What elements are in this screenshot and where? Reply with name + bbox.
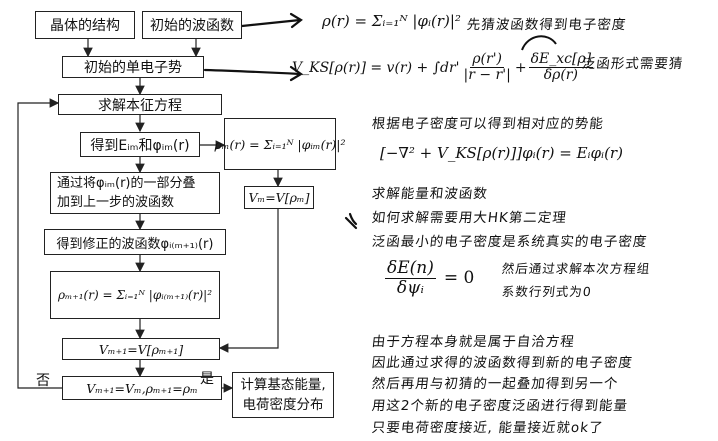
note-new-density: 因此通过求得的波函数得到新的电子密度 <box>370 355 634 371</box>
no-branch-label: 否 <box>36 373 50 389</box>
note-energy-from-densities: 用这2个新的电子密度泛函进行得到能量 <box>370 398 629 414</box>
crystal-structure-label: 晶体的结构 <box>50 18 120 34</box>
note-convergence-ok: 只要电荷密度接近, 能量接近就ok了 <box>370 420 605 436</box>
variation-equation: δE(n) δψᵢ = 0 <box>383 259 474 297</box>
note-solve-energy: 求解能量和波函数 <box>370 186 489 202</box>
initial-potential-label: 初始的单电子势 <box>84 60 182 76</box>
note-mix-densities: 然后再用与初猜的一起叠加得到另一个 <box>370 376 620 392</box>
solve-eigen-box: 求解本征方程 <box>58 94 222 115</box>
density-sum-equation: ρ(r) = Σᵢ₌₁ᴺ |φᵢ(r)|² <box>322 12 461 30</box>
ks-hartree-num: ρ(r') <box>470 51 505 69</box>
note-determinant-zero: 系数行列式为0 <box>501 284 593 299</box>
result-line1: 计算基态能量, <box>240 377 326 393</box>
result-box: 计算基态能量, 电荷密度分布 <box>232 372 334 418</box>
ks-equation: [−∇² + V_KS[ρ(r)]]φᵢ(r) = Eᵢφᵢ(r) <box>380 144 623 162</box>
potential-m1-box: Vₘ₊₁=V[ρₘ₊₁] <box>62 338 220 360</box>
mix-line2: 加到上一步的波函数 <box>57 195 175 210</box>
note-min-density: 泛函最小的电子密度是系统真实的电子密度 <box>370 234 649 250</box>
variation-rhs: = 0 <box>443 268 475 289</box>
get-energy-box: 得到Eᵢₘ和φᵢₘ(r) <box>80 132 200 157</box>
ks-potential-equation: V_KS[ρ(r)] = v(r) + ∫dr' ρ(r') |r − r'| … <box>292 51 595 84</box>
corrected-wavefunction-box: 得到修正的波函数φᵢ₍ₘ₊₁₎(r) <box>44 229 226 255</box>
crystal-structure-box: 晶体的结构 <box>35 11 135 39</box>
initial-wavefunction-box: 初始的波函数 <box>142 11 242 39</box>
mix-line1: 通过将φᵢₘ(r)的一部分叠 <box>57 176 196 191</box>
corrected-wavefunction-label: 得到修正的波函数φᵢ₍ₘ₊₁₎(r) <box>56 236 214 252</box>
initial-potential-box: 初始的单电子势 <box>62 56 204 78</box>
ks-hartree-den: |r − r'| <box>463 67 511 84</box>
density-m1-box: ρₘ₊₁(r) = Σᵢ₌₁ᴺ |φᵢ₍ₘ₊₁₎(r)|² <box>50 271 220 319</box>
ks-hartree-fraction: ρ(r') |r − r'| <box>462 51 513 84</box>
note-hk-theorem: 如何求解需要用大HK第二定理 <box>370 210 568 226</box>
density-m1-label: ρₘ₊₁(r) = Σᵢ₌₁ᴺ |φᵢ₍ₘ₊₁₎(r)|² <box>57 288 213 302</box>
potential-m1-label: Vₘ₊₁=V[ρₘ₊₁] <box>98 341 184 357</box>
get-energy-label: 得到Eᵢₘ和φᵢₘ(r) <box>90 137 190 154</box>
ks-xc-num: δE_xc[ρ] <box>528 51 594 69</box>
note-self-consistent: 由于方程本身就是属于自洽方程 <box>370 334 576 350</box>
ks-potential-lhs: V_KS[ρ(r)] = v(r) + ∫dr' <box>292 59 460 76</box>
potential-m-label: Vₘ=V[ρₘ] <box>248 190 310 205</box>
result-line2: 电荷密度分布 <box>242 397 324 413</box>
note-potential-from-density: 根据电子密度可以得到相对应的势能 <box>370 116 605 132</box>
density-m-box: ρₘ(r) = Σᵢ₌₁ᴺ |φᵢₘ(r)|² <box>214 118 346 170</box>
convergence-label: Vₘ₊₁=Vₘ,ρₘ₊₁=ρₘ <box>86 380 198 396</box>
initial-wavefunction-label: 初始的波函数 <box>150 18 234 34</box>
density-sum-text: ρ(r) = Σᵢ₌₁ᴺ |φᵢ(r)|² <box>322 12 461 30</box>
solve-eigen-label: 求解本征方程 <box>98 97 182 114</box>
mix-box: 通过将φᵢₘ(r)的一部分叠 加到上一步的波函数 <box>50 172 220 214</box>
variation-num: δE(n) <box>385 258 436 279</box>
ks-plus: + <box>514 59 527 76</box>
yes-branch-label: 是 <box>200 371 214 387</box>
note-solve-system: 然后通过求解本次方程组 <box>501 261 652 276</box>
ks-xc-fraction: δE_xc[ρ] δρ(r) <box>528 51 594 84</box>
density-m-label: ρₘ(r) = Σᵢ₌₁ᴺ |φᵢₘ(r)|² <box>214 136 346 152</box>
ks-equation-text: [−∇² + V_KS[ρ(r)]]φᵢ(r) = Eᵢφᵢ(r) <box>380 144 623 162</box>
ks-xc-den: δρ(r) <box>543 67 578 84</box>
variation-fraction: δE(n) δψᵢ <box>385 259 436 297</box>
potential-m-box: Vₘ=V[ρₘ] <box>244 186 314 209</box>
convergence-box: Vₘ₊₁=Vₘ,ρₘ₊₁=ρₘ <box>62 376 222 400</box>
note-functional-guess: 泛函形式需要猜 <box>580 56 685 72</box>
note-guess-wavefunction: 先猜波函数得到电子密度 <box>465 17 628 33</box>
variation-den: δψᵢ <box>396 277 424 298</box>
